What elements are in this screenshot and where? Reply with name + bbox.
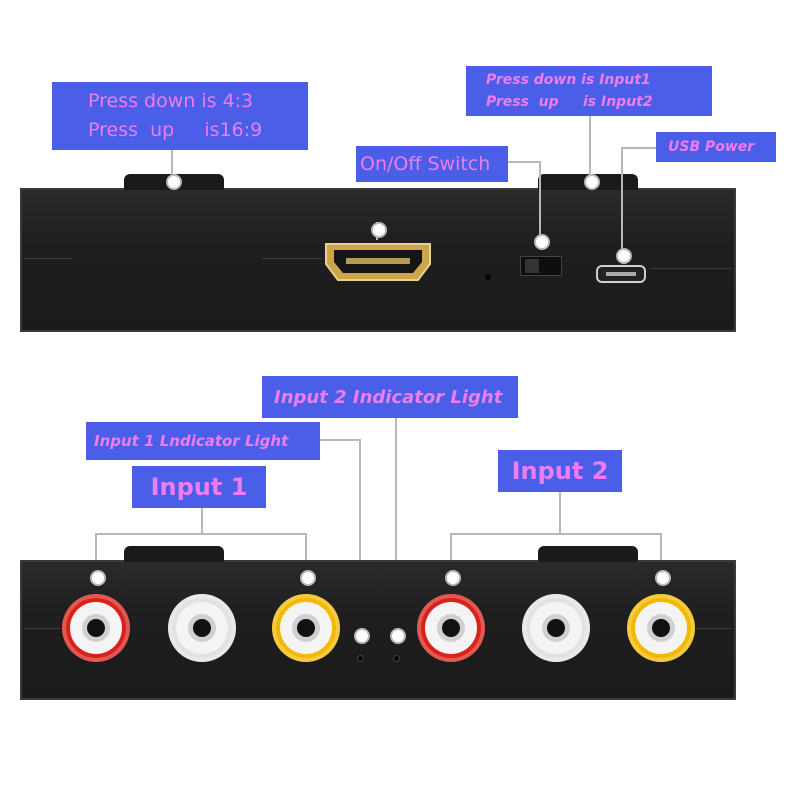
input1-indicator-led xyxy=(358,656,363,661)
hdmi-port xyxy=(325,243,431,281)
panel-seam xyxy=(262,258,322,259)
panel-seam xyxy=(24,258,72,259)
callout-dot xyxy=(300,570,316,586)
on-off-switch-label: On/Off Switch xyxy=(356,146,508,182)
micro-usb-port xyxy=(596,265,646,283)
callout-dot xyxy=(584,174,600,190)
input2-yellow-jack xyxy=(627,594,695,662)
device-foot xyxy=(538,546,638,562)
callout-dot xyxy=(655,570,671,586)
input1-yellow-jack xyxy=(272,594,340,662)
callout-dot xyxy=(390,628,406,644)
callout-dot xyxy=(354,628,370,644)
panel-seam xyxy=(650,268,732,269)
input1-red-jack xyxy=(62,594,130,662)
input-select-line1: Press down is Input1 xyxy=(486,72,651,88)
input1-label: Input 1 xyxy=(132,466,266,508)
on-off-switch[interactable] xyxy=(520,256,562,276)
aspect-ratio-line2: Press up is16:9 xyxy=(88,119,263,141)
panel-seam xyxy=(696,628,732,629)
aspect-ratio-line1: Press down is 4:3 xyxy=(88,90,254,112)
input1-white-jack xyxy=(168,594,236,662)
input2-red-jack xyxy=(417,594,485,662)
input2-indicator-led xyxy=(394,656,399,661)
aspect-ratio-label: Press down is 4:3 Press up is16:9 xyxy=(52,82,308,150)
callout-dot xyxy=(445,570,461,586)
callout-dot xyxy=(90,570,106,586)
input2-indicator-label: Input 2 Indicator Light xyxy=(262,376,518,418)
panel-seam xyxy=(24,628,60,629)
pinhole xyxy=(485,274,491,280)
callout-dot xyxy=(616,248,632,264)
input-select-label: Press down is Input1 Press up is Input2 xyxy=(466,66,712,116)
usb-power-label: USB Power xyxy=(656,132,776,162)
input1-indicator-label: Input 1 Lndicator Light xyxy=(86,422,320,460)
device-foot xyxy=(124,546,224,562)
callout-dot xyxy=(534,234,550,250)
callout-dot xyxy=(371,222,387,238)
input2-white-jack xyxy=(522,594,590,662)
input2-label: Input 2 xyxy=(498,450,622,492)
callout-dot xyxy=(166,174,182,190)
device-bottom-panel xyxy=(20,560,736,700)
input-select-line2: Press up is Input2 xyxy=(486,94,653,110)
